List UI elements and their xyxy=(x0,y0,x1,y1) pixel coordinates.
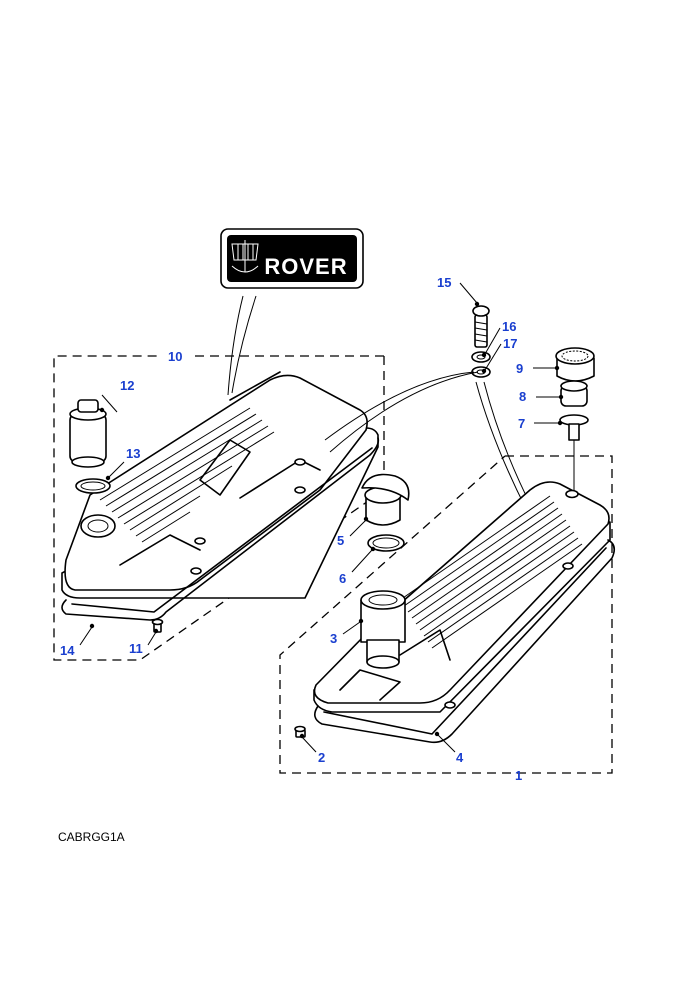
bolt-15 xyxy=(472,305,490,348)
diagram-reference-code: CABRGG1A xyxy=(58,830,125,844)
leader-lines xyxy=(79,282,564,753)
o-ring-13 xyxy=(75,478,111,494)
callout-17: 17 xyxy=(503,336,517,351)
assembly-box-left xyxy=(53,355,385,661)
badge-text: ROVER xyxy=(264,254,347,279)
callout-9: 9 xyxy=(516,361,523,376)
breather-stem xyxy=(559,414,589,494)
callout-11: 11 xyxy=(129,641,143,656)
callout-5: 5 xyxy=(337,533,344,548)
callout-8: 8 xyxy=(519,389,526,404)
callout-1: 1 xyxy=(515,768,522,783)
right-gasket xyxy=(314,539,616,744)
callout-10: 10 xyxy=(168,349,182,364)
breather-cap xyxy=(555,347,595,382)
callout-4: 4 xyxy=(456,750,464,765)
left-gasket xyxy=(61,437,380,621)
callout-7: 7 xyxy=(518,416,525,431)
filter-8 xyxy=(560,380,588,407)
assembly-box-right xyxy=(279,455,613,774)
breather-filter xyxy=(69,399,107,468)
callout-16: 16 xyxy=(502,319,516,334)
oil-filler-neck xyxy=(360,590,406,669)
washer-17 xyxy=(471,366,491,378)
oil-filler-cap xyxy=(361,473,410,526)
rover-badge: ROVER xyxy=(220,228,364,289)
callout-3: 3 xyxy=(330,631,337,646)
callout-6: 6 xyxy=(339,571,346,586)
callout-13: 13 xyxy=(126,446,140,461)
right-rocker-cover xyxy=(313,481,611,713)
callout-14: 14 xyxy=(60,643,75,658)
washer-16 xyxy=(471,351,491,363)
callout-15: 15 xyxy=(437,275,451,290)
viking-ship-logo xyxy=(231,240,259,273)
left-rocker-cover xyxy=(61,371,379,599)
seal-6 xyxy=(367,534,405,552)
callout-2: 2 xyxy=(318,750,325,765)
callout-12: 12 xyxy=(120,378,134,393)
